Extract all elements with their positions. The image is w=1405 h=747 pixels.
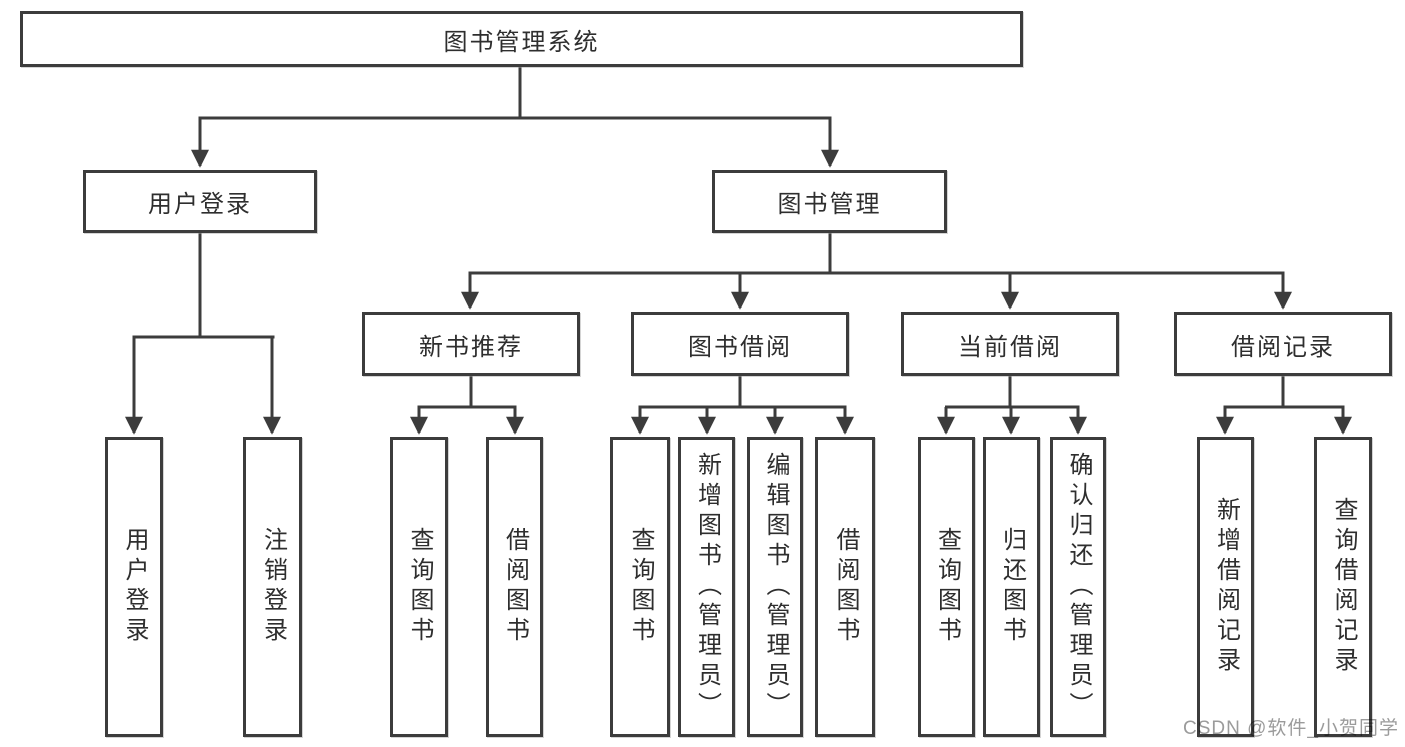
node-book-borrow: 图书借阅 xyxy=(631,312,849,376)
leaf-confirm-return-admin: 确认归还（管理员） xyxy=(1050,437,1106,737)
node-new-book-recommend: 新书推荐 xyxy=(362,312,580,376)
leaf-query-books-recommend: 查询图书 xyxy=(390,437,448,737)
leaf-add-books-admin: 新增图书（管理员） xyxy=(678,437,735,737)
node-book-management: 图书管理 xyxy=(712,170,947,233)
leaf-query-books-current: 查询图书 xyxy=(918,437,975,737)
leaf-user-login: 用户登录 xyxy=(105,437,163,737)
node-current-borrow: 当前借阅 xyxy=(901,312,1119,376)
node-user-login: 用户登录 xyxy=(83,170,317,233)
leaf-add-borrow-record: 新增借阅记录 xyxy=(1197,437,1254,737)
leaf-query-borrow-record: 查询借阅记录 xyxy=(1314,437,1372,737)
leaf-logout: 注销登录 xyxy=(243,437,302,737)
leaf-borrow-books-recommend: 借阅图书 xyxy=(486,437,543,737)
leaf-query-books-borrow: 查询图书 xyxy=(610,437,670,737)
node-root-library-system: 图书管理系统 xyxy=(20,11,1023,67)
csdn-watermark: CSDN @软件_小贺同学 xyxy=(1183,718,1399,739)
leaf-borrow-books: 借阅图书 xyxy=(815,437,875,737)
leaf-edit-books-admin: 编辑图书（管理员） xyxy=(747,437,803,737)
leaf-return-books: 归还图书 xyxy=(983,437,1040,737)
node-borrow-records: 借阅记录 xyxy=(1174,312,1392,376)
